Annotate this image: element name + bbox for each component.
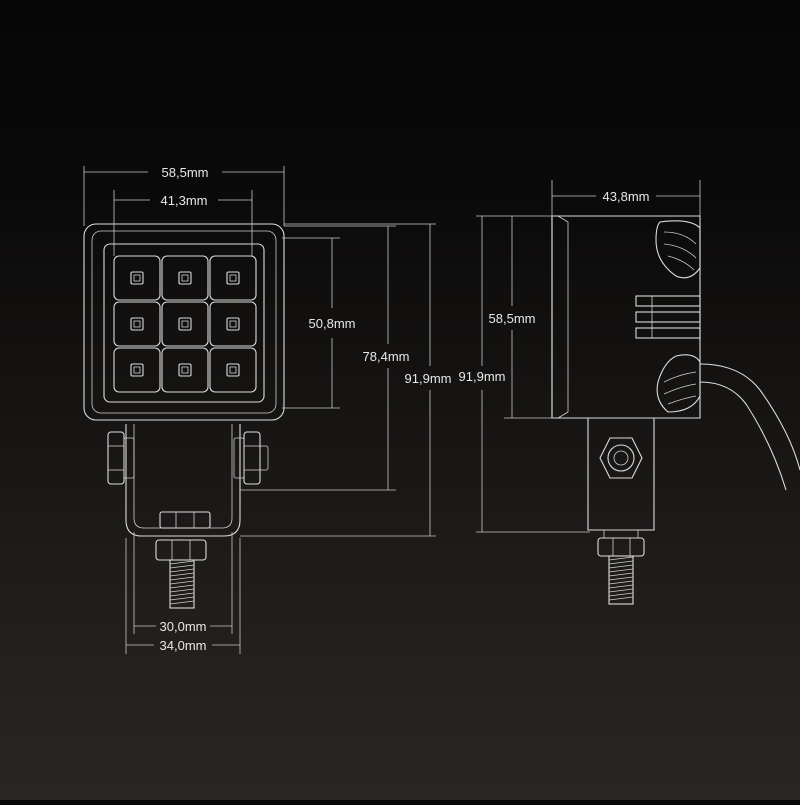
- side-body: [551, 215, 701, 419]
- led-chip: [226, 271, 240, 285]
- dim-front-height-body: 78,4mm: [363, 349, 410, 364]
- dim-side-depth: 43,8mm: [603, 189, 650, 204]
- side-bracket: [587, 418, 655, 531]
- dim-front-lens-height: 50,8mm: [309, 316, 356, 331]
- front-bracket: [107, 424, 269, 561]
- led-chip: [130, 271, 144, 285]
- led-chip: [226, 363, 240, 377]
- led-cell: [113, 255, 161, 301]
- cable: [699, 363, 800, 471]
- front-housing-inner: [91, 230, 277, 414]
- led-grid: [113, 255, 257, 393]
- led-cell: [113, 301, 161, 347]
- side-hex-nut: [599, 437, 643, 479]
- front-lens-frame: [103, 243, 265, 403]
- led-chip: [130, 317, 144, 331]
- side-dimensions: 43,8mm 58,5mm 91,9mm: [459, 180, 701, 533]
- led-chip: [178, 317, 192, 331]
- side-top-fins: [655, 220, 701, 279]
- side-middle-fins: [635, 295, 701, 339]
- led-cell: [209, 347, 257, 393]
- front-threaded-stud: [169, 559, 195, 609]
- led-cell: [209, 301, 257, 347]
- side-lower-nut: [597, 537, 645, 557]
- led-cell: [209, 255, 257, 301]
- dim-front-height-total: 91,9mm: [405, 371, 452, 386]
- front-view: [83, 223, 285, 609]
- left-bolt-head: [107, 431, 125, 485]
- center-nut: [159, 511, 211, 529]
- dim-bracket-outer-width: 34,0mm: [160, 638, 207, 653]
- dim-side-body-height: 58,5mm: [489, 311, 536, 326]
- front-housing-outer: [83, 223, 285, 421]
- right-bolt-head: [243, 431, 261, 485]
- dim-bracket-inner-width: 30,0mm: [160, 619, 207, 634]
- side-view: [551, 215, 800, 605]
- led-cell: [113, 347, 161, 393]
- led-cell: [161, 301, 209, 347]
- lower-nut: [155, 539, 207, 561]
- led-cell: [161, 347, 209, 393]
- dim-front-width-outer: 58,5mm: [162, 165, 209, 180]
- led-chip: [226, 317, 240, 331]
- front-dimensions: 58,5mm 41,3mm 50,8mm 78,4mm 91,9mm 30,0m…: [83, 165, 452, 654]
- led-chip: [130, 363, 144, 377]
- side-bottom-fins: [656, 354, 701, 413]
- led-chip: [178, 363, 192, 377]
- side-threaded-stud: [608, 555, 634, 605]
- dim-side-height-total: 91,9mm: [459, 369, 506, 384]
- dim-front-width-inner: 41,3mm: [161, 193, 208, 208]
- led-chip: [178, 271, 192, 285]
- led-cell: [161, 255, 209, 301]
